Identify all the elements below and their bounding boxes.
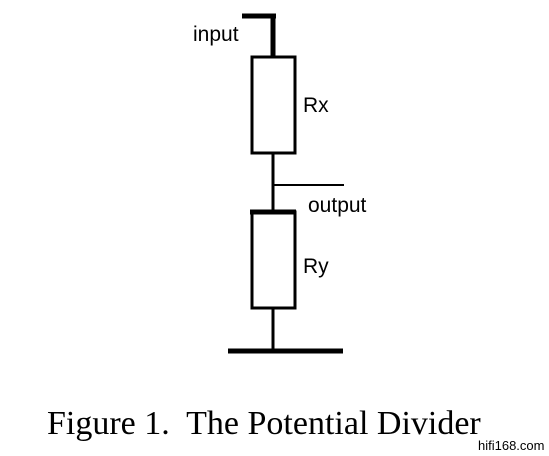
watermark-text: hifi168.com xyxy=(478,438,544,453)
resistor-rx xyxy=(250,55,297,155)
ry-label: Ry xyxy=(303,255,329,278)
rx-label: Rx xyxy=(303,94,329,117)
input-label: input xyxy=(193,23,239,46)
output-label: output xyxy=(308,194,367,217)
resistor-ry xyxy=(250,210,297,310)
figure-caption: Figure 1. The Potential Divider xyxy=(47,405,481,442)
